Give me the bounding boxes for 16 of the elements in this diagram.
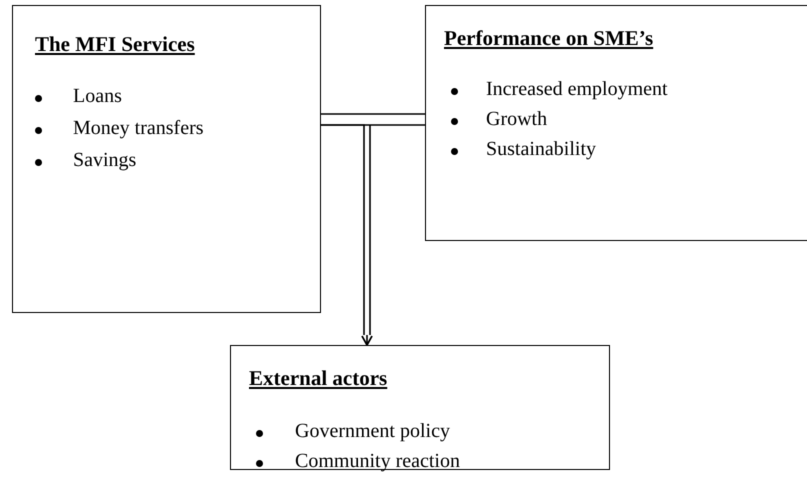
text-box xyxy=(230,345,610,470)
text-box xyxy=(12,5,321,313)
bullet-item: Sustainability xyxy=(486,138,596,161)
bullet-item: Growth xyxy=(486,108,548,131)
bullet-item: Community reaction xyxy=(295,450,460,473)
text-box xyxy=(425,5,807,241)
bullet-item: Savings xyxy=(73,149,136,172)
box-heading: Performance on SME’s xyxy=(444,26,654,51)
bullet-item: Money transfers xyxy=(73,117,204,140)
bullet-item: Government policy xyxy=(295,420,450,443)
box-heading: External actors xyxy=(249,366,388,391)
double-line-connector xyxy=(320,113,426,126)
double-line-arrow xyxy=(320,124,373,346)
bullet-item: Increased employment xyxy=(486,78,668,101)
bullet-item: Loans xyxy=(73,85,122,108)
box-heading: The MFI Services xyxy=(35,32,195,57)
